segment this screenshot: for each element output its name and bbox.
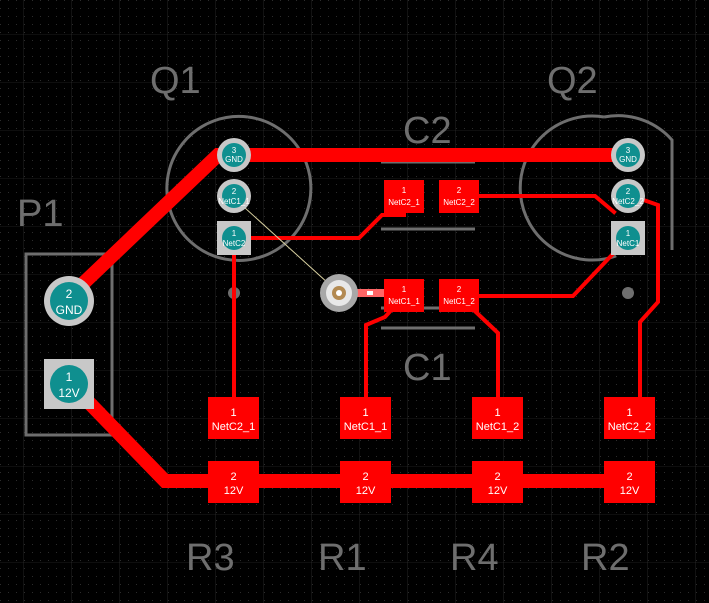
q2-pad-3[interactable]: 3 GND [611,138,645,172]
designator-r3: R3 [186,537,235,579]
pad-number: 2 [494,471,500,483]
q1-pad-1[interactable]: 1 NetC2 [217,221,251,255]
pad-net: NetC1_1 [344,421,387,433]
pad-number: 2 [362,471,368,483]
pad-net: 12V [58,386,79,400]
pad-net: NetC2_1 [212,421,255,433]
designator-c1: C1 [403,347,452,389]
pad-number: 1 [402,285,407,294]
designator-r2: R2 [581,537,630,579]
ratsnest-line [233,197,340,294]
pad-number: 1 [626,229,631,238]
c2-pad-1[interactable]: 1 NetC2_1 [384,180,424,213]
pad-net: NetC2_2 [612,197,644,206]
pad-number: 2 [457,186,462,195]
q1-outline-flat [247,115,313,239]
pad-net: NetC2_2 [608,421,651,433]
pad-number: 1 [402,186,407,195]
pad-net: GND [225,155,243,164]
pad-net: NetC1_2 [443,297,475,306]
pad-number: 1 [232,229,237,238]
track-handle[interactable] [367,291,373,295]
p1-outline [24,252,114,437]
pad-number: 1 [362,407,368,419]
pad-number: 2 [232,187,237,196]
q2-pad-2[interactable]: 2 NetC2_2 [611,179,645,213]
r4-pad-1[interactable]: 1 NetC1_2 [472,397,523,439]
r2-pad-1[interactable]: 1 NetC2_2 [604,397,655,439]
pad-number: 1 [494,407,500,419]
pad-net: 12V [224,485,244,497]
pad-net: NetC2 [223,239,246,248]
pad-net: NetC2_2 [443,198,475,207]
track-netc2-1[interactable] [232,213,406,419]
pad-net: NetC2_1 [388,198,420,207]
q2-pad-1[interactable]: 1 NetC1 [611,221,645,255]
pad-net: NetC1_1 [218,197,250,206]
pad-number: 2 [230,471,236,483]
q1-pad-2[interactable]: 2 NetC1_1 [217,179,251,213]
pad-number: 2 [457,285,462,294]
c1-pad-2[interactable]: 2 NetC1_2 [439,279,479,312]
pad-number: 2 [66,287,73,301]
q1-outline [165,114,294,262]
r4-pad-2[interactable]: 2 12V [472,461,523,503]
designator-p1: P1 [17,193,63,235]
pad-net: NetC1_2 [476,421,519,433]
pad-net: GND [56,303,83,317]
designator-q2: Q2 [547,60,598,102]
pad-number: 1 [230,407,236,419]
designator-q1: Q1 [150,60,201,102]
r1-pad-2[interactable]: 2 12V [340,461,391,503]
c1-pad-1[interactable]: 1 NetC1_1 [384,279,424,312]
designator-r1: R1 [318,537,367,579]
pad-number: 1 [626,407,632,419]
c2-pad-2[interactable]: 2 NetC2_2 [439,180,479,213]
r3-pad-2[interactable]: 2 12V [208,461,259,503]
track-netc2-2[interactable] [457,193,660,417]
q2-outline-flat [603,114,674,250]
pad-number: 1 [66,370,73,384]
designator-c2: C2 [403,110,452,152]
r1-pad-1[interactable]: 1 NetC1_1 [340,397,391,439]
pad-number: 3 [626,146,631,155]
r3-pad-1[interactable]: 1 NetC2_1 [208,397,259,439]
pad-net: NetC1_1 [388,297,420,306]
pad-net: GND [619,155,637,164]
pad-number: 2 [626,471,632,483]
pad-net: 12V [488,485,508,497]
pad-net: NetC1 [617,239,640,248]
q1-pad-3[interactable]: 3 GND [217,138,251,172]
q2-pin1-marker [622,287,634,299]
designator-r4: R4 [450,537,499,579]
pad-number: 2 [626,187,631,196]
p1-pad-1[interactable]: 1 12V [44,359,94,409]
r2-pad-2[interactable]: 2 12V [604,461,655,503]
p1-pad-2[interactable]: 2 GND [44,276,94,326]
pad-net: 12V [356,485,376,497]
pad-net: 12V [620,485,640,497]
pad-number: 3 [232,146,237,155]
